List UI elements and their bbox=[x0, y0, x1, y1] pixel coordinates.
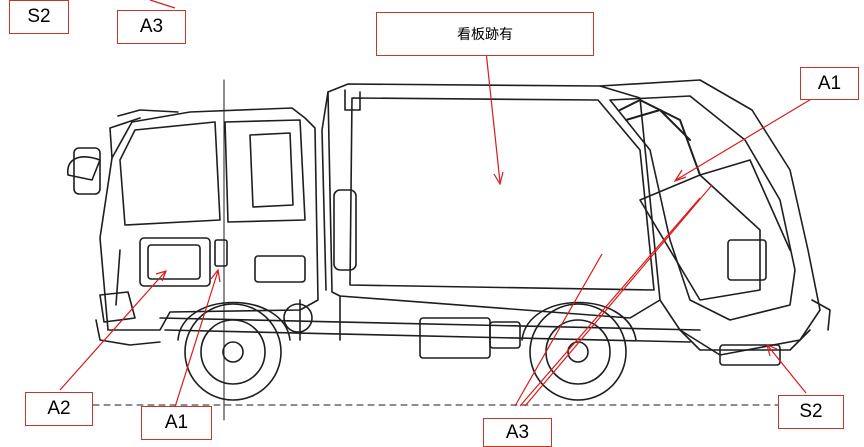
leader-lines bbox=[59, 0, 814, 408]
rear-packer bbox=[599, 79, 831, 366]
arrowhead-s2 bbox=[766, 343, 778, 357]
arrowhead-a1-bottom bbox=[210, 268, 221, 283]
chassis-frame bbox=[159, 295, 701, 359]
leader-a2 bbox=[59, 271, 166, 391]
note-signboard-mark: 看板跡有 bbox=[376, 12, 594, 56]
label-s2-top: S2 bbox=[9, 0, 69, 34]
leader-a3-1 bbox=[514, 253, 603, 407]
arrowhead-note bbox=[493, 171, 504, 186]
label-s2-right: S2 bbox=[778, 395, 844, 429]
leader-a1-right bbox=[675, 97, 814, 181]
label-a3-top: A3 bbox=[117, 10, 186, 44]
cargo-body bbox=[321, 83, 661, 319]
leader-a3-2 bbox=[519, 197, 701, 407]
arrowhead-a2 bbox=[155, 270, 168, 282]
leader-note bbox=[484, 41, 501, 183]
label-a1-right: A1 bbox=[800, 67, 859, 100]
front-wheel bbox=[184, 303, 282, 401]
leader-a3-3 bbox=[524, 184, 713, 407]
label-a2-left: A2 bbox=[25, 392, 93, 426]
label-a3-bottom: A3 bbox=[483, 418, 552, 447]
leader-a1-bottom bbox=[174, 270, 219, 408]
label-a1-bottom: A1 bbox=[141, 406, 212, 440]
rear-wheel bbox=[529, 303, 627, 401]
leader-a3-top bbox=[149, 0, 176, 9]
arrowhead-a1-right bbox=[673, 169, 687, 183]
truck-cab bbox=[67, 107, 319, 346]
leader-s2-right bbox=[767, 345, 807, 394]
